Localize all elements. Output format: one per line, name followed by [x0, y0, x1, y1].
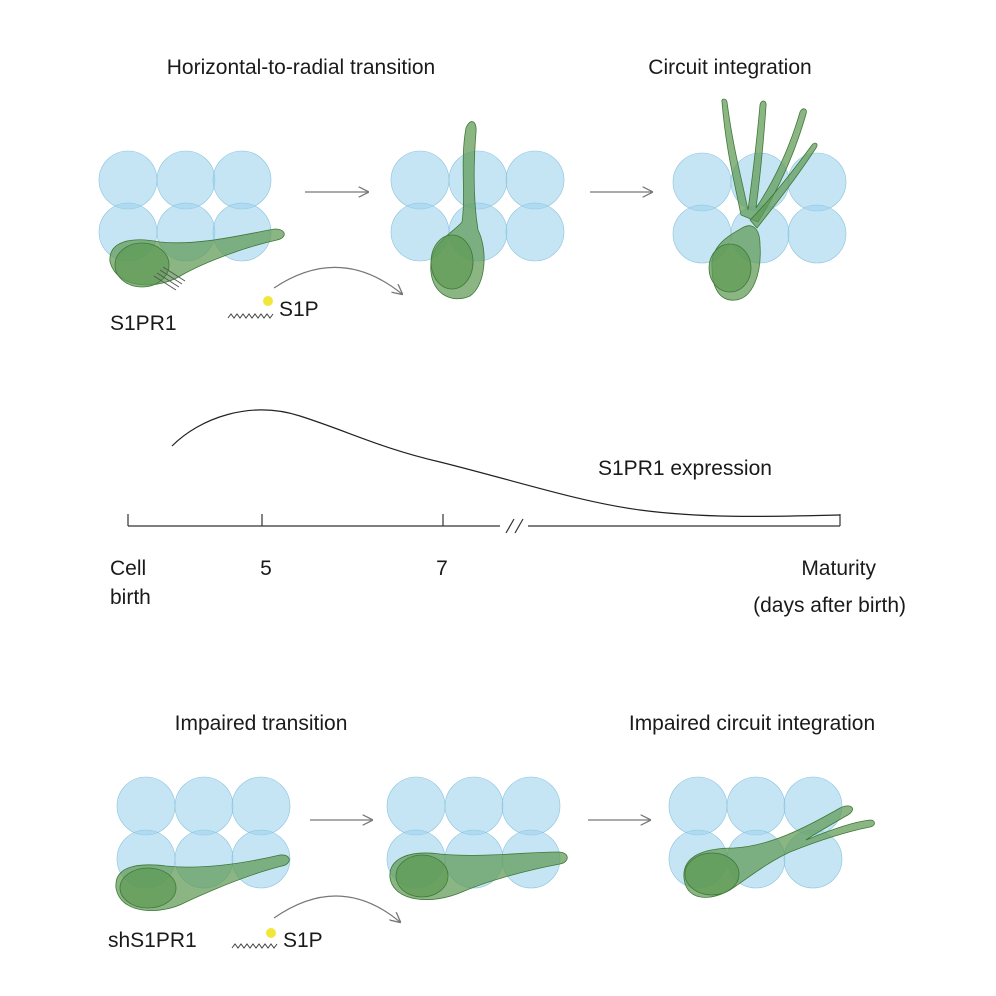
s1p-head-1 — [263, 296, 273, 306]
s1pr1-expression-curve — [171, 409, 841, 518]
nucleus-1 — [114, 242, 170, 288]
panel-impaired-cell-1 — [115, 776, 291, 912]
axis-unit: (days after birth) — [753, 594, 906, 617]
s1p-arrow-top — [273, 266, 402, 294]
tick-cell: Cell — [110, 557, 146, 580]
receptor-icon — [153, 266, 186, 291]
nucleus-2 — [430, 234, 474, 290]
panel-integrated-cell — [672, 98, 847, 301]
timeline-axis — [127, 514, 841, 534]
panel-impaired-cell-3 — [668, 776, 875, 898]
neuron-branch — [749, 142, 818, 229]
s1p-arrow-bottom — [273, 895, 400, 922]
label-s1p-top: S1P — [279, 298, 319, 321]
nucleus-4 — [119, 867, 177, 909]
neuron-dendrites — [721, 98, 807, 223]
tick-birth: birth — [110, 586, 151, 609]
title-impaired-transition: Impaired transition — [175, 712, 348, 735]
title-circuit-integration: Circuit integration — [648, 56, 811, 79]
title-impaired-integration: Impaired circuit integration — [629, 712, 875, 735]
tick-maturity: Maturity — [801, 557, 876, 580]
s1p-head-2 — [266, 928, 276, 938]
panel-impaired-cell-2 — [386, 776, 568, 900]
nucleus-3 — [708, 243, 752, 293]
label-s1pr1: S1PR1 — [110, 312, 177, 335]
panel-radial-cell — [390, 121, 565, 300]
s1p-molecule-2 — [231, 928, 278, 949]
label-s1p-bottom: S1P — [283, 929, 323, 952]
label-s1pr1-expression: S1PR1 expression — [598, 457, 772, 480]
s1p-molecule-1 — [227, 296, 274, 319]
label-shs1pr1: shS1PR1 — [108, 929, 197, 952]
tick-day-5: 5 — [260, 557, 272, 580]
nucleus-6 — [684, 852, 740, 896]
panel-horizontal-cell — [98, 150, 285, 291]
nucleus-5 — [395, 854, 449, 898]
tick-day-7: 7 — [436, 557, 448, 580]
title-horizontal-to-radial: Horizontal-to-radial transition — [167, 56, 435, 79]
